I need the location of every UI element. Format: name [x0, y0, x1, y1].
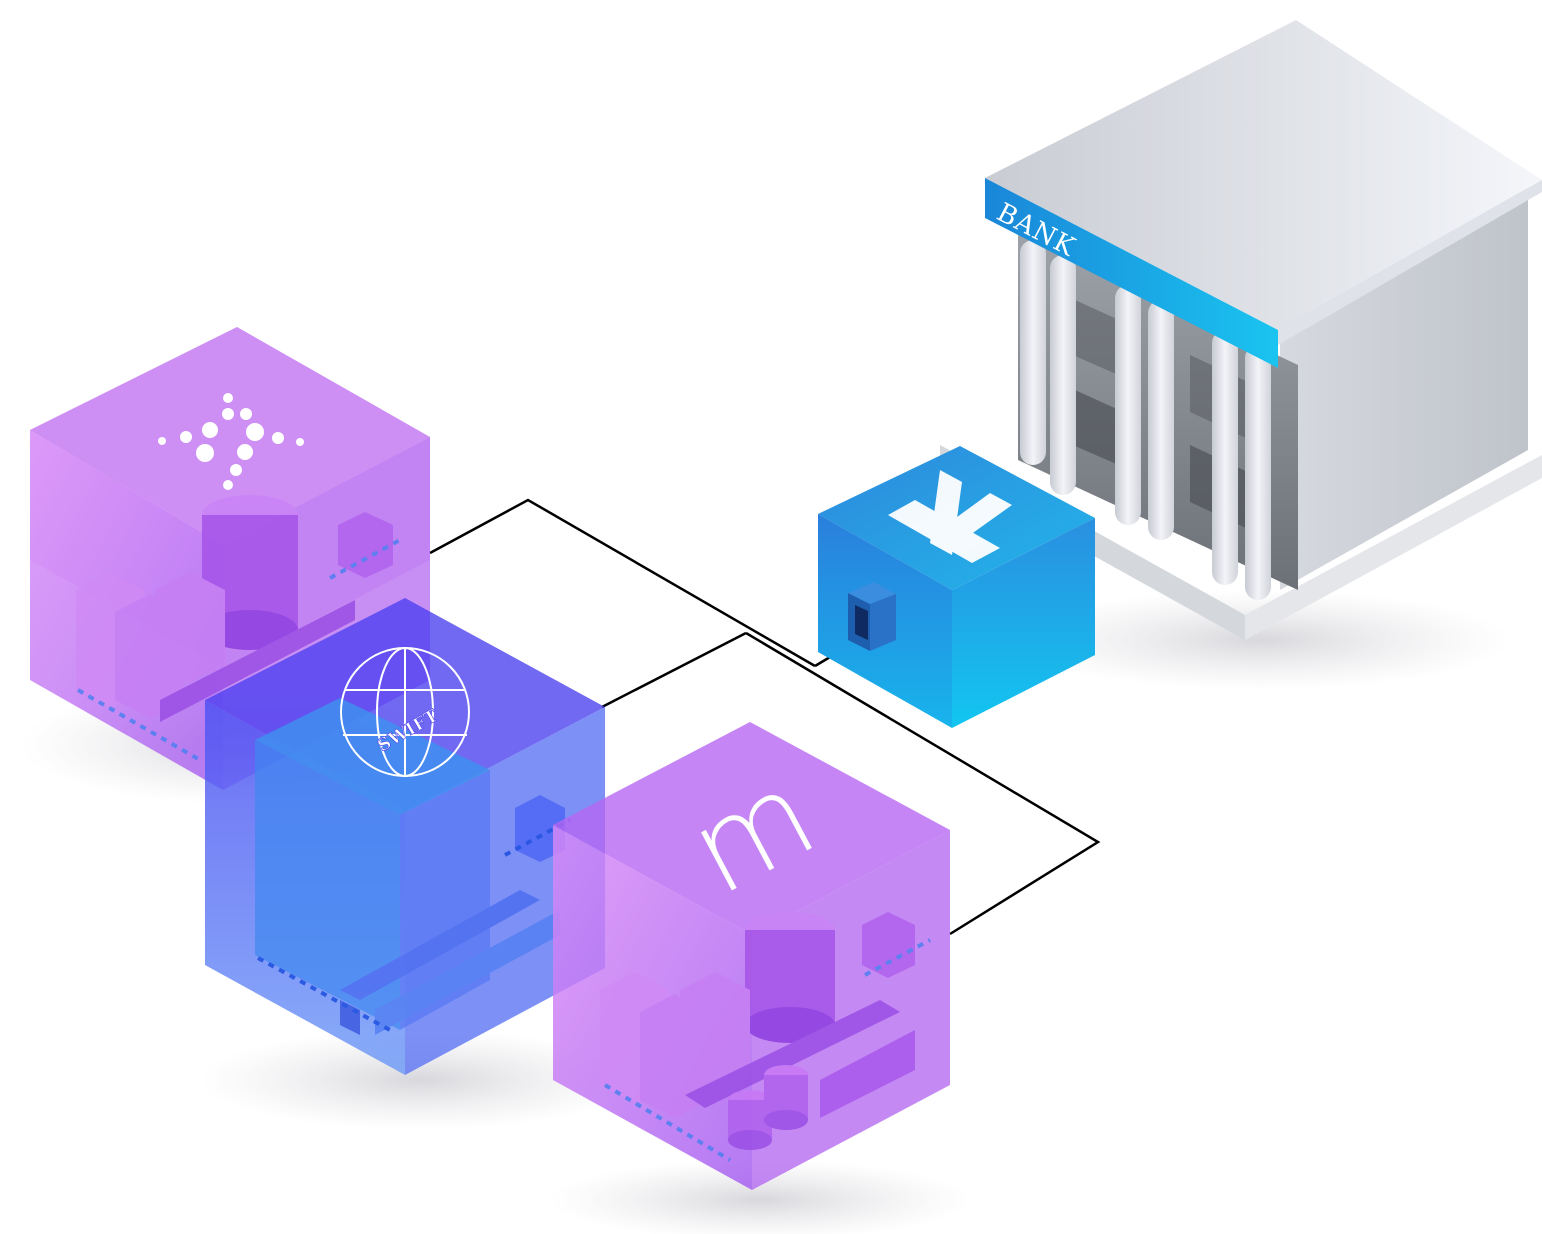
connector-swift-to-bus	[601, 631, 747, 709]
connector-top-cube-to-gateway	[429, 498, 816, 668]
connector-bus-to-m	[745, 631, 1101, 936]
m-service-cube: m	[553, 722, 950, 1190]
swift-globe-icon	[340, 647, 470, 777]
bank-columns	[1020, 240, 1271, 600]
x-logo-icon	[888, 470, 1012, 563]
bank-roof	[985, 20, 1542, 330]
gateway-cube-side	[952, 518, 1095, 728]
swift-service-cube: SWIFT	[205, 598, 605, 1075]
dots-x-logo-icon	[158, 393, 304, 490]
swift-cube-internals	[255, 698, 571, 1035]
gateway-port	[848, 582, 896, 651]
m-cube-internals	[600, 912, 931, 1162]
dots-cube-top	[30, 327, 430, 545]
gateway-cube	[818, 446, 1095, 728]
dots-cube-internals	[76, 495, 401, 762]
bank-side-wall	[1280, 182, 1528, 590]
bank-sign-band	[985, 178, 1278, 368]
m-cube-top	[553, 722, 950, 935]
